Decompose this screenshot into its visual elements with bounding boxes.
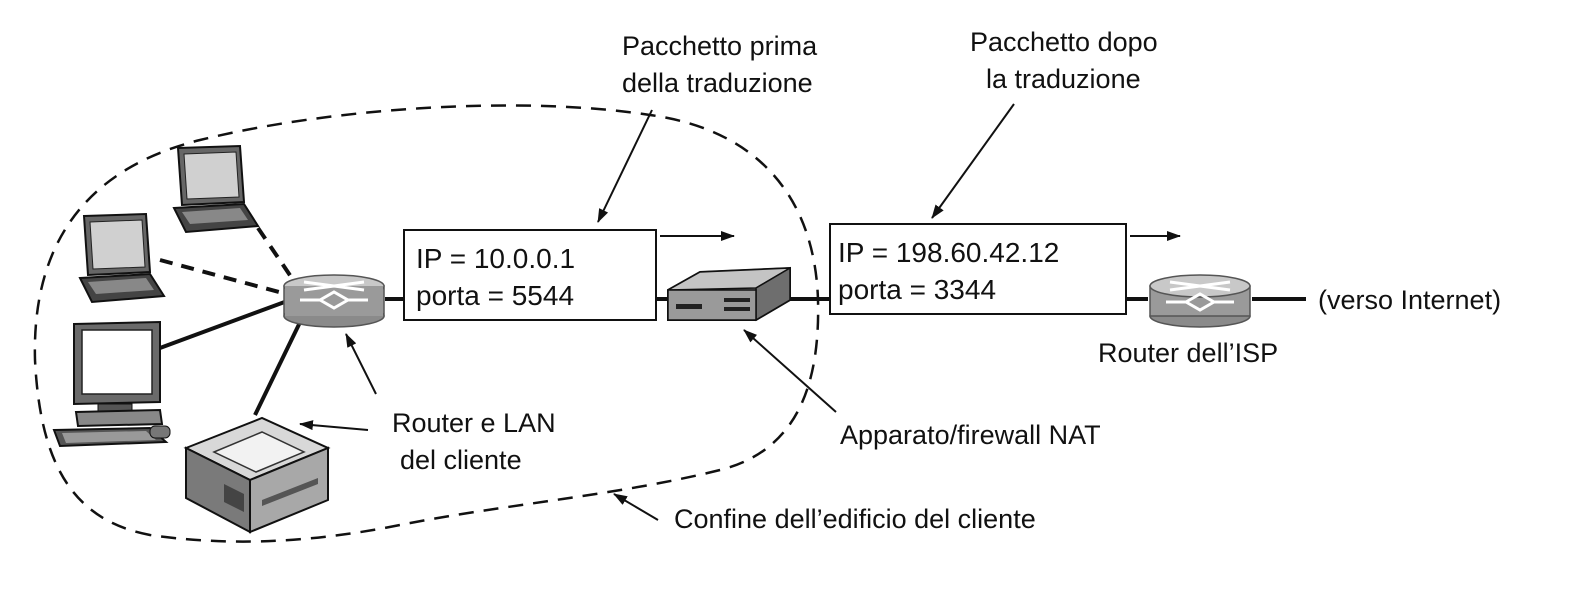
nat-box-icon [667, 266, 791, 322]
caption-before-line2: della traduzione [622, 68, 813, 98]
lan-router-icon [283, 274, 385, 328]
packet-before-port: porta = 5544 [416, 280, 574, 311]
packet-before-ip: IP = 10.0.0.1 [416, 243, 575, 274]
printer-icon [183, 416, 331, 534]
packet-after-port: porta = 3344 [838, 274, 996, 305]
link-laptop-left [159, 258, 291, 297]
packet-after-box [829, 223, 1127, 315]
laptop-top-icon [172, 144, 260, 234]
caption-after-arrow [931, 103, 1015, 219]
caption-after-line1: Pacchetto dopo [970, 27, 1158, 57]
link-desktop [159, 298, 291, 350]
customer-boundary [33, 104, 820, 543]
packet-after-ip: IP = 198.60.42.12 [838, 237, 1059, 268]
boundary-label: Confine dell’edificio del cliente [674, 504, 1036, 534]
caption-after-line2: la traduzione [986, 64, 1141, 94]
isp-router-icon [1149, 274, 1251, 328]
nat-label: Apparato/firewall NAT [840, 420, 1101, 450]
caption-before-arrow [597, 109, 653, 223]
internet-label: (verso Internet) [1318, 285, 1501, 315]
caption-before-line1: Pacchetto prima [622, 31, 818, 61]
lan-router-arrow [345, 333, 377, 395]
laptop-left-icon [78, 212, 166, 304]
isp-router-label: Router dell’ISP [1098, 338, 1278, 368]
lan-router-label-line2: del cliente [400, 445, 522, 475]
desktop-computer-icon [52, 320, 171, 448]
printer-arrow [299, 420, 369, 431]
link-printer [253, 311, 307, 416]
link-laptop-top [256, 226, 302, 292]
nat-arrow [743, 329, 837, 413]
lan-router-label-line1: Router e LAN [392, 408, 556, 438]
boundary-arrow [613, 493, 659, 521]
packet-before-box [403, 229, 657, 321]
